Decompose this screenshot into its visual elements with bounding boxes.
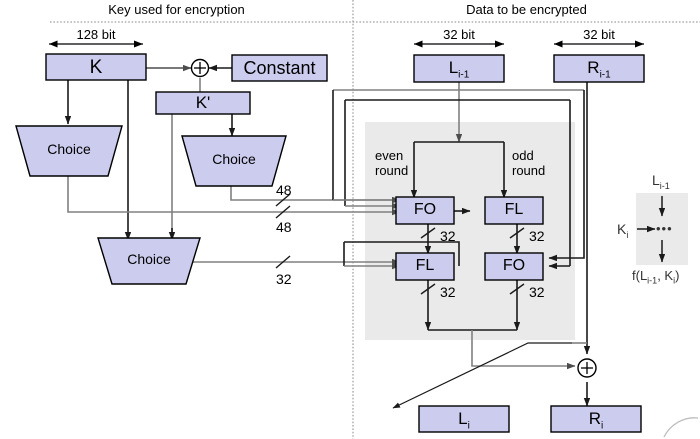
box-k [45, 53, 147, 81]
bus-slash-marks [275, 193, 291, 269]
choice-trapezoid-3 [97, 237, 201, 285]
box-l-prev [413, 54, 505, 83]
box-r-out [550, 405, 642, 433]
box-fl-top [484, 196, 544, 225]
round-panel-background [365, 122, 575, 340]
box-k-prime [155, 91, 251, 115]
corner-arc-decoration [663, 417, 699, 438]
data-slash-marks [420, 227, 525, 295]
box-r-prev [553, 54, 645, 83]
data-boxes [395, 54, 645, 433]
choice-trapezoid-1 [15, 125, 123, 177]
legend-inset-wires [637, 196, 666, 263]
box-constant [231, 54, 328, 82]
choice-trapezoid-2 [181, 135, 287, 187]
box-fo-bottom [484, 252, 544, 281]
data-side-routing [332, 82, 591, 409]
section-dividers [50, 0, 700, 439]
box-fo-top [395, 196, 455, 225]
key-boxes [15, 53, 328, 285]
box-l-out [418, 405, 510, 433]
box-fl-bottom [395, 252, 455, 281]
